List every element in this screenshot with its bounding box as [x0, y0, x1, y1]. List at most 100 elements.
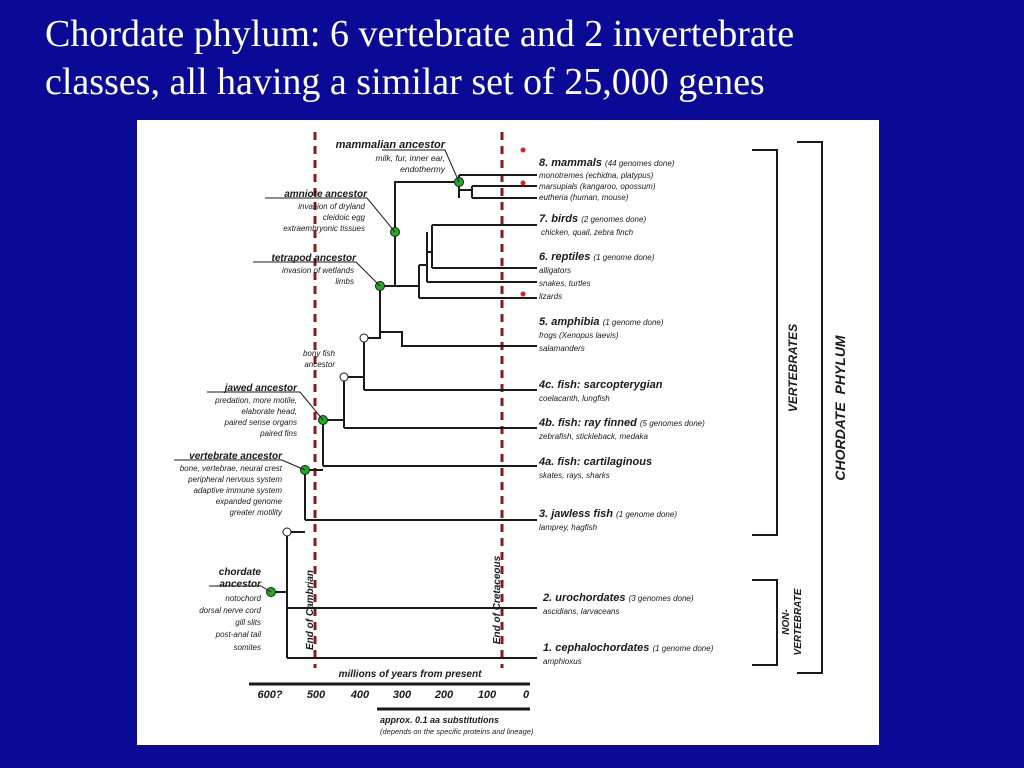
class-ray-finned: 4b. fish: ray finned (5 genomes done): [538, 417, 705, 429]
marker-dot-lizards: [520, 291, 526, 297]
class-cephalochordates-note: (1 genome done): [652, 644, 713, 653]
scale-note: (depends on the specific proteins and li…: [380, 727, 534, 736]
class-mammals-name: 8. mammals: [539, 157, 602, 169]
class-urochordates-name: 2. urochordates: [542, 592, 626, 604]
class-birds: 7. birds (2 genomes done): [539, 213, 646, 225]
marker-dot-mammals: [520, 147, 526, 153]
axis-tick-100: 100: [478, 689, 497, 701]
ancestor-chordate-line-3: dorsal nerve cord: [199, 606, 261, 615]
group-label-non-vertebrate-1: NON-: [781, 609, 792, 635]
class-reptiles-name: 6. reptiles: [539, 251, 590, 263]
class-amphibia-note: (1 genome done): [603, 318, 664, 327]
class-mammals-note: (44 genomes done): [605, 159, 675, 168]
sub-zebrafish: zebrafish, stickleback, medaka: [538, 432, 648, 441]
ancestor-mammal-name: mammalian ancestor: [336, 139, 446, 151]
phylogeny-figure: mammalian ancestor milk, fur, inner ear,…: [137, 120, 879, 745]
sub-skates: skates, rays, sharks: [539, 471, 610, 480]
ancestor-chordate-line-6: somites: [233, 643, 261, 652]
axis-tick-400: 400: [350, 689, 370, 701]
epoch-label-cretaceous: End of Cretaceous: [492, 555, 503, 644]
ancestor-amniote-line-3: extraembryonic tissues: [283, 224, 365, 233]
ancestor-labels: mammalian ancestor milk, fur, inner ear,…: [180, 139, 446, 652]
class-mammals: 8. mammals (44 genomes done): [539, 157, 675, 169]
leader-jawed: [207, 391, 324, 421]
slide-title-line-1: Chordate phylum: 6 vertebrate and 2 inve…: [45, 13, 795, 55]
class-reptiles-note: (1 genome done): [593, 253, 654, 262]
sub-ascidians: ascidians, larvaceans: [543, 607, 619, 616]
ancestor-chordate-line-4: gill slits: [235, 618, 261, 627]
axis-tick-0: 0: [523, 689, 530, 701]
class-cartilaginous: 4a. fish: cartilaginous: [538, 456, 652, 468]
marker-dots: [520, 147, 526, 297]
axis-label: millions of years from present: [339, 669, 482, 680]
time-axis: millions of years from present 600? 500 …: [249, 669, 534, 736]
class-urochordates-note: (3 genomes done): [629, 594, 694, 603]
sub-amphioxus: amphioxus: [543, 657, 582, 666]
group-label-vertebrates: VERTEBRATES: [786, 324, 800, 412]
bracket-vertebrates: [752, 149, 778, 536]
leader-mammal: [382, 149, 460, 183]
sub-lizards: lizards: [539, 292, 562, 301]
leader-chordate: [209, 585, 272, 593]
sub-lamprey: lamprey, hagfish: [539, 523, 598, 532]
branch-amphibia: [380, 331, 537, 347]
epoch-lines: [313, 132, 504, 668]
class-labels: 8. mammals (44 genomes done) monotremes …: [538, 157, 714, 666]
epoch-label-cambrian: End of Cambrian: [305, 570, 316, 650]
sub-marsupials: marsupials (kangaroo, opossum): [539, 182, 656, 191]
class-ray-finned-name: 4b. fish: ray finned: [538, 417, 637, 429]
scale-label: approx. 0.1 aa substitutions: [380, 715, 499, 725]
node-bony-fish: [339, 372, 349, 382]
leader-tetrapod: [253, 261, 381, 287]
ancestor-vertebrate-line-3: adaptive immune system: [194, 486, 283, 495]
ancestor-tetrapod-line-1: invasion of wetlands: [282, 266, 354, 275]
leader-lines: [174, 149, 460, 593]
ancestor-jawed-name: jawed ancestor: [223, 383, 298, 394]
ancestor-amniote-line-1: invasion of dryland: [298, 202, 365, 211]
ancestor-bonyfish-line-1: ancestor: [304, 360, 335, 369]
ancestor-jawed-line-4: paired fins: [259, 429, 297, 438]
branch-mammal-stem: [394, 181, 459, 232]
class-birds-name: 7. birds: [539, 213, 578, 225]
leader-amniote: [265, 197, 396, 233]
axis-tick-600: 600?: [257, 689, 282, 701]
marker-dot-marsupials: [520, 180, 526, 186]
class-jawless-note: (1 genome done): [616, 510, 677, 519]
node-sarco: [359, 333, 369, 343]
branch-amniote: [380, 232, 396, 287]
ancestor-jawed-line-3: paired sense organs: [224, 418, 298, 427]
class-reptiles: 6. reptiles (1 genome done): [539, 251, 655, 263]
sub-birds: chicken, quail, zebra finch: [541, 228, 634, 237]
ancestor-vertebrate-line-2: peripheral nervous system: [187, 475, 282, 484]
class-birds-note: (2 genomes done): [581, 215, 646, 224]
sub-monotremes: monotremes (echidna, platypus): [539, 171, 654, 180]
axis-tick-500: 500: [307, 689, 326, 701]
class-ray-finned-note: (5 genomes done): [640, 419, 705, 428]
tree-branches: [271, 174, 537, 659]
leader-vertebrate: [174, 459, 306, 471]
ancestor-jawed-line-2: elaborate head,: [241, 407, 297, 416]
class-jawless: 3. jawless fish (1 genome done): [539, 508, 677, 520]
ancestor-vertebrate-line-1: bone, vertebrae, neural crest: [180, 464, 283, 473]
class-urochordates: 2. urochordates (3 genomes done): [542, 592, 694, 604]
group-brackets: [752, 141, 823, 674]
ancestor-amniote-line-2: cleidoic egg: [323, 213, 366, 222]
bracket-chordate-phylum: [797, 141, 823, 674]
sub-salamanders: salamanders: [539, 344, 585, 353]
ancestor-chordate-line-1: ancestor: [219, 579, 262, 590]
sub-snakes-turtles: snakes, turtles: [539, 279, 591, 288]
ancestor-mammal-line-2: endothermy: [400, 164, 446, 174]
sub-eutheria: eutheria (human, mouse): [539, 193, 629, 202]
ancestor-chordate-name: chordate: [219, 567, 262, 578]
ancestor-tetrapod-name: tetrapod ancestor: [272, 253, 358, 264]
bracket-non-vertebrate: [752, 579, 778, 666]
class-cephalochordates: 1. cephalochordates (1 genome done): [543, 642, 714, 654]
node-olfactores: [282, 527, 292, 537]
class-jawless-name: 3. jawless fish: [539, 508, 613, 520]
ancestor-vertebrate-line-4: expanded genome: [216, 497, 283, 506]
phylogeny-diagram: mammalian ancestor milk, fur, inner ear,…: [174, 132, 848, 736]
slide-title: Chordate phylum: 6 vertebrate and 2 inve…: [45, 10, 1005, 106]
ancestor-tetrapod-line-2: limbs: [335, 277, 354, 286]
ancestor-chordate-line-2: notochord: [225, 594, 261, 603]
branch-tetrapod: [364, 286, 381, 339]
